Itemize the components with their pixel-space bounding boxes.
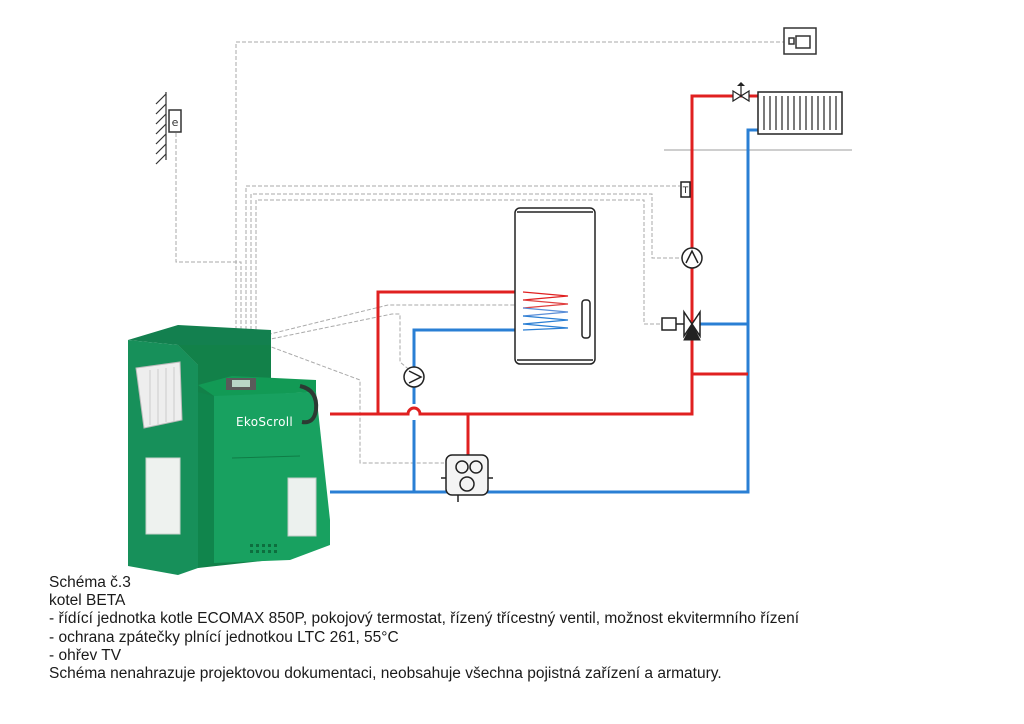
- supply-piping: [330, 94, 762, 455]
- three-way-valve-icon: [661, 309, 701, 341]
- caption-subtitle: kotel BETA: [49, 592, 126, 610]
- caption-line-control-unit: - řídící jednotka kotle ECOMAX 850P, pok…: [49, 610, 800, 628]
- wire-outdoor-sensor: [175, 132, 242, 330]
- boiler-vent-dots: [250, 544, 277, 553]
- caption-line-return-protection: - ochrana zpátečky plnící jednotkou LTC …: [49, 628, 399, 646]
- boiler-brand-label: EkoScroll: [236, 415, 293, 429]
- circulation-pump-icon: [681, 247, 703, 269]
- pellet-boiler: EkoScroll: [128, 325, 330, 575]
- svg-text:T: T: [682, 186, 689, 196]
- radiator-icon: [757, 91, 843, 135]
- wire-room-thermostat: [235, 41, 784, 330]
- caption-title: Schéma č.3: [49, 574, 131, 591]
- tank-pump-icon: [403, 366, 425, 388]
- hot-water-tank: [514, 207, 596, 365]
- outdoor-sensor-icon: e: [168, 109, 182, 133]
- wire-mixing-valve: [255, 199, 662, 330]
- boiler-handle: [299, 384, 319, 425]
- boiler-door-vent: [287, 477, 317, 537]
- radiator-valve-icon: [732, 82, 750, 103]
- filling-unit-icon: [441, 454, 493, 502]
- wire-tank-sensor: [261, 304, 515, 337]
- svg-text:e: e: [172, 116, 179, 129]
- control-wiring: [175, 41, 784, 464]
- boiler-body: EkoScroll: [198, 376, 330, 568]
- caption-line-hot-water: - ohřev TV: [49, 646, 122, 664]
- wire-tank-pump: [265, 313, 413, 373]
- schema-caption: Schéma č.3 kotel BETA - řídící jednotka …: [49, 574, 799, 683]
- hopper-burner-cover: [135, 361, 183, 429]
- wire-filling-unit: [265, 344, 444, 464]
- temperature-sensor-icon: T: [680, 181, 691, 198]
- wire-pump-circuit: [250, 193, 686, 330]
- wire-temp-sensor: [245, 185, 680, 330]
- caption-disclaimer: Schéma nenahrazuje projektovou dokumenta…: [49, 665, 722, 683]
- room-thermostat-icon: [783, 27, 817, 55]
- hopper-window: [145, 457, 181, 535]
- tank-heat-exchanger: [522, 291, 569, 331]
- wall: [155, 92, 167, 165]
